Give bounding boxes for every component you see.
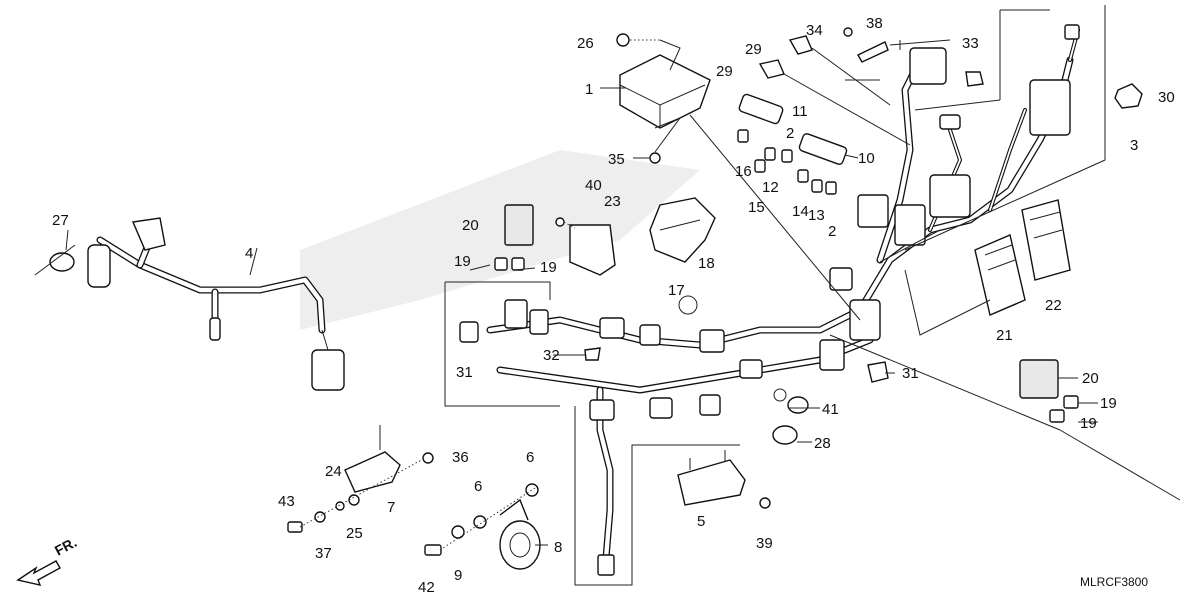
clip-32 <box>584 347 601 361</box>
callout-29-b: 29 <box>716 63 733 80</box>
callout-20-left: 20 <box>462 217 479 234</box>
bracket-7 <box>287 425 434 533</box>
callout-19-left-b: 19 <box>540 259 557 276</box>
callout-35: 35 <box>608 151 625 168</box>
callout-2-b: 2 <box>828 223 836 240</box>
grommet-30 <box>1114 83 1143 109</box>
callout-2-a: 2 <box>786 125 794 142</box>
bracket-5 <box>677 450 771 509</box>
unit-18 <box>649 197 716 263</box>
band-28 <box>772 388 809 445</box>
callout-30: 30 <box>1158 89 1175 106</box>
background-shading <box>300 150 700 330</box>
callout-13: 13 <box>808 207 825 224</box>
callout-41: 41 <box>822 401 839 418</box>
grommet-31-left <box>459 321 479 343</box>
callout-19-right-a: 19 <box>1100 395 1117 412</box>
callout-12: 12 <box>762 179 779 196</box>
callout-21: 21 <box>996 327 1013 344</box>
grommet-31-right <box>867 361 889 383</box>
callout-31-left: 31 <box>456 364 473 381</box>
clips-top <box>758 27 984 146</box>
ecu-21 <box>974 234 1026 316</box>
horn-8 <box>424 483 541 570</box>
callout-15: 15 <box>748 199 765 216</box>
callout-1: 1 <box>585 81 593 98</box>
callout-34: 34 <box>806 22 823 39</box>
callout-5: 5 <box>697 513 705 530</box>
callout-17: 17 <box>668 282 685 299</box>
control-unit-1 <box>616 33 711 164</box>
callout-23: 23 <box>604 193 621 210</box>
callout-9: 9 <box>454 567 462 584</box>
callout-25: 25 <box>346 525 363 542</box>
callout-18: 18 <box>698 255 715 272</box>
sub-harness-4 <box>87 217 345 391</box>
callout-6-a: 6 <box>474 478 482 495</box>
callout-38: 38 <box>866 15 883 32</box>
callout-43: 43 <box>278 493 295 510</box>
callout-26: 26 <box>577 35 594 52</box>
callout-32: 32 <box>543 347 560 364</box>
callout-3: 3 <box>1130 137 1138 154</box>
callout-31-right: 31 <box>902 365 919 382</box>
callout-36: 36 <box>452 449 469 466</box>
callout-14: 14 <box>792 203 809 220</box>
callout-28: 28 <box>814 435 831 452</box>
relay-bracket-group-40 <box>494 204 616 276</box>
callout-11: 11 <box>792 103 808 120</box>
main-wire-harness <box>486 24 1080 576</box>
relay-group-right <box>1019 359 1079 423</box>
clamp-27 <box>34 244 76 276</box>
callout-16: 16 <box>735 163 752 180</box>
callout-22: 22 <box>1045 297 1062 314</box>
callout-24: 24 <box>325 463 342 480</box>
callout-4: 4 <box>245 245 253 262</box>
callout-29-a: 29 <box>745 41 762 58</box>
ring-17 <box>678 295 698 315</box>
callout-6-b: 6 <box>526 449 534 466</box>
callout-37: 37 <box>315 545 332 562</box>
callout-33: 33 <box>962 35 979 52</box>
callout-7: 7 <box>387 499 395 516</box>
callout-39: 39 <box>756 535 773 552</box>
callout-10: 10 <box>858 150 875 167</box>
callout-42: 42 <box>418 579 435 596</box>
ecu-22 <box>1021 199 1071 281</box>
callout-40: 40 <box>585 177 602 194</box>
fr-label: FR. <box>52 534 79 559</box>
diagram-code: MLRCF3800 <box>1080 575 1148 589</box>
callouts: 26 1 35 40 20 19 19 23 18 27 4 34 38 29 … <box>52 15 1175 596</box>
leader-lines <box>65 79 1098 546</box>
group-frames <box>444 5 1181 586</box>
callout-19-left-a: 19 <box>454 253 471 270</box>
callout-20-right: 20 <box>1082 370 1099 387</box>
callout-19-right-b: 19 <box>1080 415 1097 432</box>
callout-27: 27 <box>52 212 69 229</box>
front-direction-arrow: FR. <box>16 534 79 586</box>
callout-8: 8 <box>554 539 562 556</box>
fuse-group <box>737 93 848 195</box>
